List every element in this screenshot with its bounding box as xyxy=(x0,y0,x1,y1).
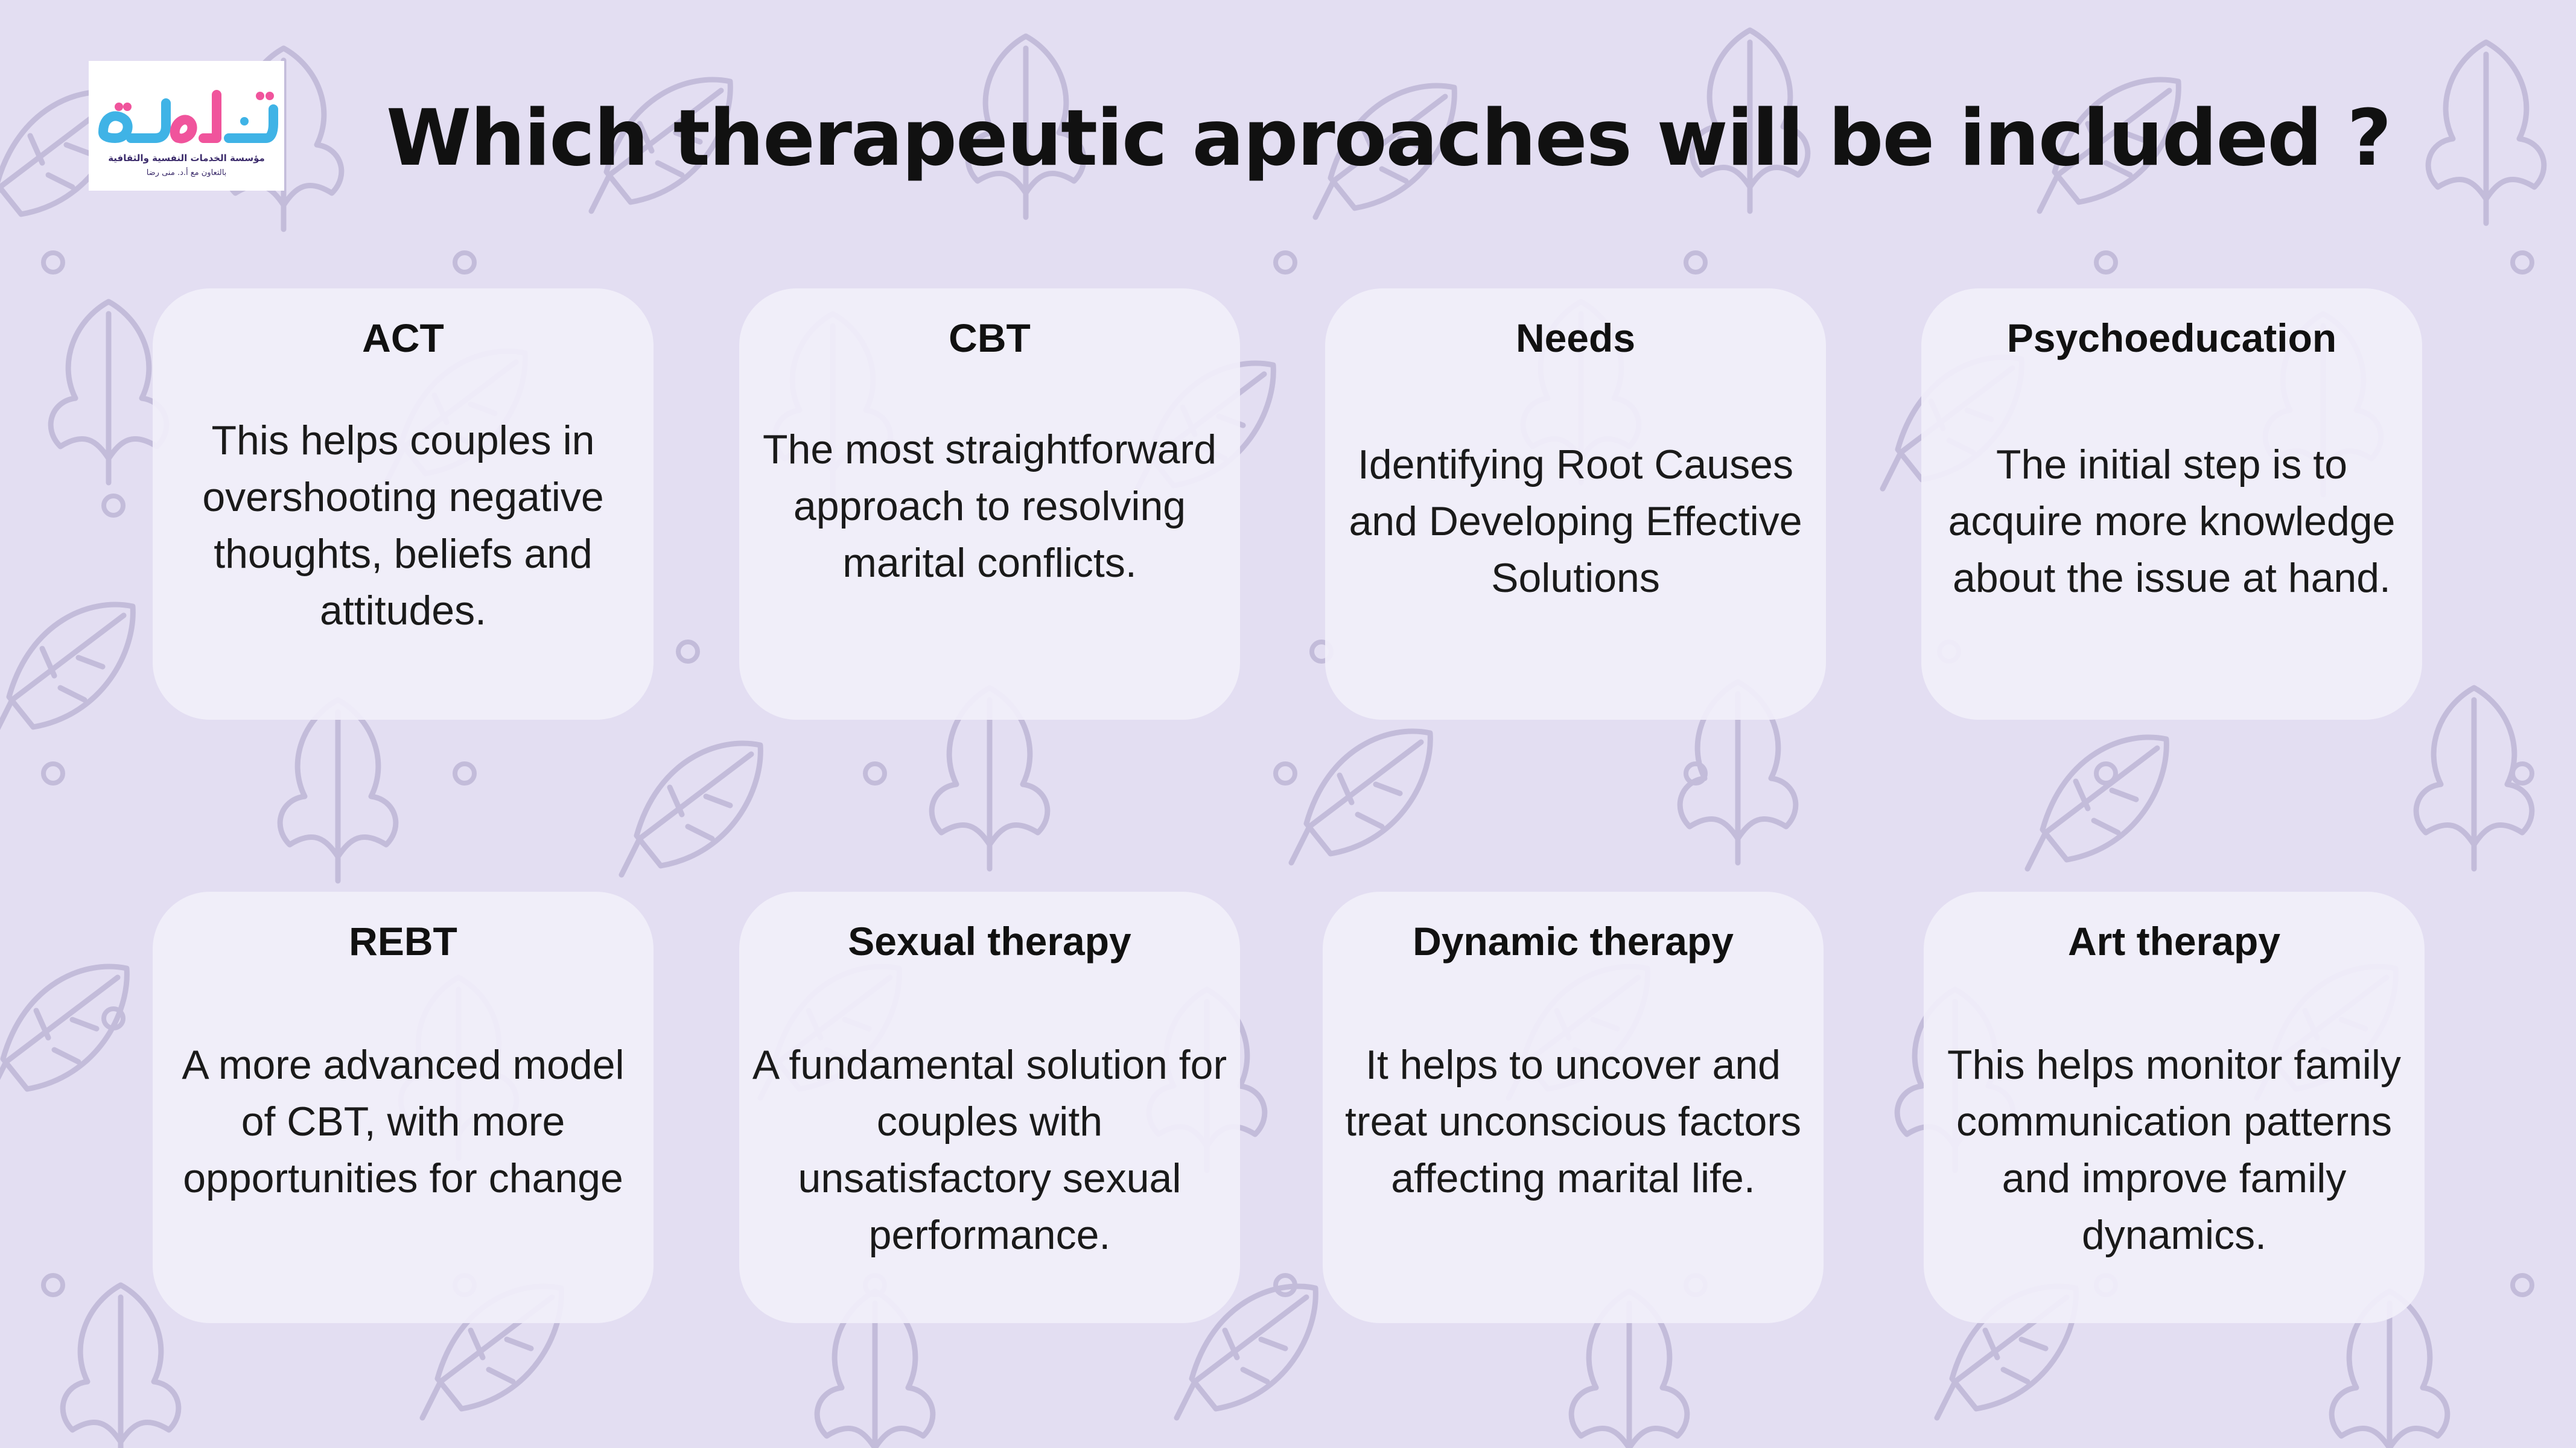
approach-card-cbt: CBT The most straightforward approach to… xyxy=(739,288,1240,720)
approach-card-dynamic-therapy: Dynamic therapy It helps to uncover and … xyxy=(1323,892,1824,1323)
approach-description: A fundamental solution for couples with … xyxy=(752,1042,1227,1258)
logo-subtagline: بالتعاون مع أ.د. منى رضا xyxy=(146,168,227,177)
approach-card-act: ACT This helps couples in overshooting n… xyxy=(153,288,654,720)
approach-title: Dynamic therapy xyxy=(1413,919,1734,964)
logo-mark xyxy=(98,90,278,144)
approach-description: This helps couples in overshooting negat… xyxy=(202,418,604,634)
approach-card-art-therapy: Art therapy This helps monitor family co… xyxy=(1924,892,2425,1323)
approach-description: A more advanced model of CBT, with more … xyxy=(182,1042,625,1201)
approach-title: ACT xyxy=(362,316,444,360)
approach-title: Sexual therapy xyxy=(848,919,1131,964)
approach-description: The initial step is to acquire more know… xyxy=(1948,442,2396,601)
approach-description: It helps to uncover and treat unconsciou… xyxy=(1345,1042,1801,1201)
approach-description: Identifying Root Causes and Developing E… xyxy=(1349,442,1802,601)
approach-card-psychoeducation: Psychoeducation The initial step is to a… xyxy=(1921,288,2422,720)
logo-tagline: مؤسسة الخدمات النفسية والثقافية xyxy=(108,153,265,164)
approach-card-rebt: REBT A more advanced model of CBT, with … xyxy=(153,892,654,1323)
approach-card-needs: Needs Identifying Root Causes and Develo… xyxy=(1325,288,1826,720)
approach-description: The most straightforward approach to res… xyxy=(762,427,1217,586)
approach-title: Needs xyxy=(1515,316,1636,360)
approach-title: Art therapy xyxy=(2067,919,2281,964)
approach-description: This helps monitor family communication … xyxy=(1947,1042,2402,1258)
approach-title: Psychoeducation xyxy=(2006,316,2337,360)
approach-title: CBT xyxy=(949,316,1031,360)
approach-title: REBT xyxy=(349,919,457,964)
brand-logo: مؤسسة الخدمات النفسية والثقافية بالتعاون… xyxy=(89,61,284,191)
approach-card-sexual-therapy: Sexual therapy A fundamental solution fo… xyxy=(739,892,1240,1323)
page-title: Which therapeutic aproaches will be incl… xyxy=(386,94,2392,183)
